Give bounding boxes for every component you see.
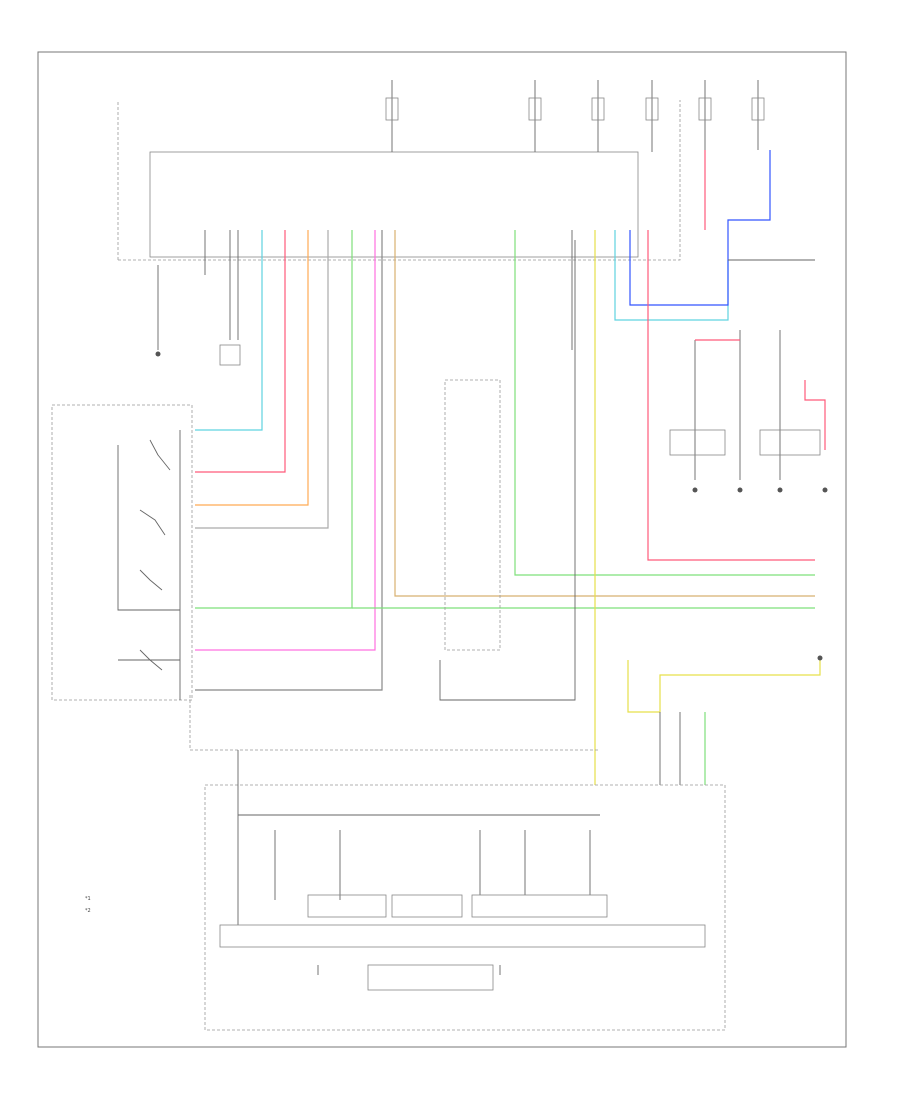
harness-wires bbox=[195, 150, 815, 785]
legend-symbol-2: *2 bbox=[85, 908, 91, 914]
top-fuses bbox=[385, 80, 765, 152]
power-control-unit-box bbox=[444, 379, 501, 651]
main-unit-outline bbox=[117, 100, 681, 261]
junction-unit-box bbox=[204, 784, 726, 1031]
combination-switch-box bbox=[51, 404, 193, 701]
legend: *1 *2 bbox=[85, 896, 91, 914]
power-control-ground bbox=[439, 240, 576, 701]
lower-right-switch bbox=[627, 655, 823, 785]
diagram-frame bbox=[37, 51, 847, 1048]
right-load-connectors bbox=[669, 330, 828, 493]
lower-separator bbox=[189, 695, 600, 751]
legend-symbol-1: *1 bbox=[85, 896, 91, 902]
main-unit-connector-box bbox=[149, 151, 639, 258]
junction-unit-internals bbox=[219, 750, 706, 991]
combination-switch-contacts bbox=[117, 430, 181, 700]
relay-box bbox=[219, 344, 241, 366]
